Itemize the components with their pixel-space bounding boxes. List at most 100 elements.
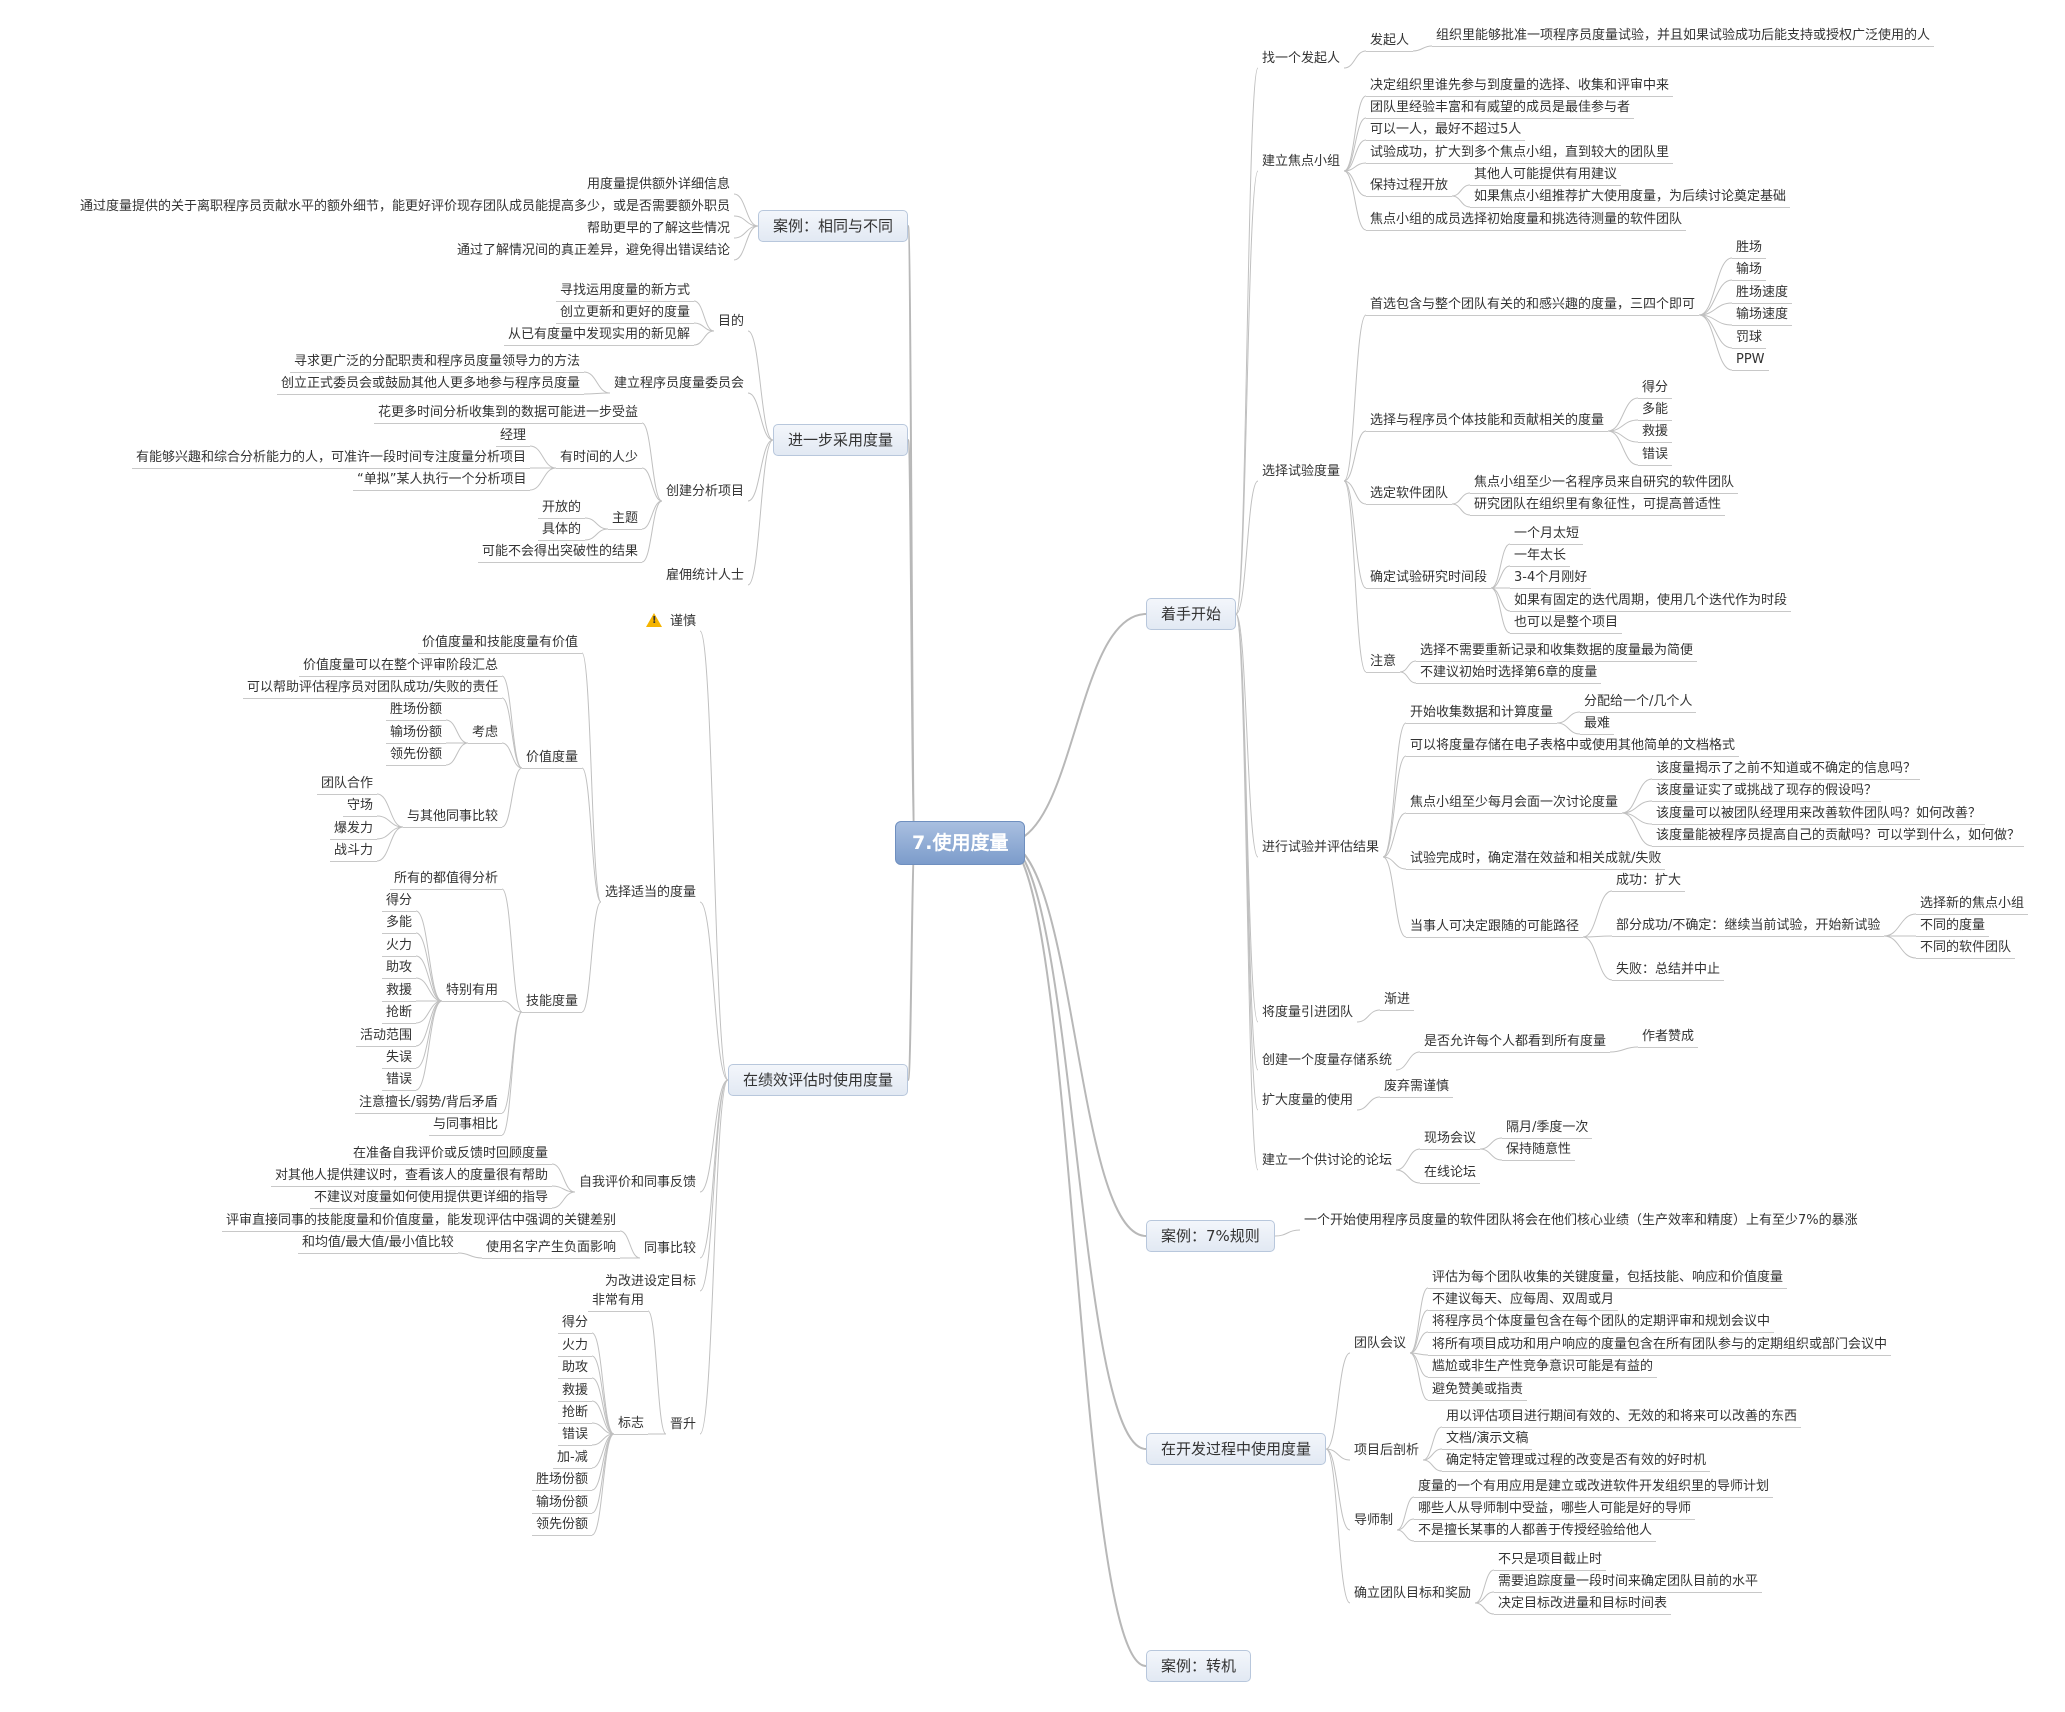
topic-47[interactable]: 助攻 (382, 959, 417, 979)
topic-5[interactable]: 通过了解情况间的真正差异，避免得出错误结论 (453, 242, 734, 261)
topic-26[interactable]: 谨慎 (642, 613, 700, 632)
topic-12[interactable]: 寻求更广泛的分配职责和程序员度量领导力的方法 (290, 353, 585, 373)
topic-33[interactable]: 胜场份额 (386, 701, 447, 721)
topic-99[interactable]: 得分 (1638, 379, 1673, 399)
topic-131[interactable]: 不同的软件团队 (1916, 939, 2016, 959)
topic-17[interactable]: 经理 (496, 427, 531, 447)
topic-21[interactable]: 开放的 (538, 499, 586, 519)
topic-137[interactable]: 作者赞成 (1638, 1028, 1699, 1048)
topic-91[interactable]: 首选包含与整个团队有关的和感兴趣的度量，三四个即可 (1366, 296, 1700, 316)
topic-156[interactable]: 用以评估项目进行期间有效的、无效的和将来可以改善的东西 (1442, 1408, 1802, 1428)
topic-119[interactable]: 可以将度量存储在电子表格中或使用其他简单的文档格式 (1406, 737, 1740, 757)
topic-153[interactable]: 尴尬或非生产性竞争意识可能是有益的 (1428, 1358, 1658, 1378)
topic-72[interactable]: 错误 (558, 1426, 593, 1446)
topic-103[interactable]: 选定软件团队 (1366, 485, 1453, 505)
topic-83[interactable]: 团队里经验丰富和有威望的成员是最佳参与者 (1366, 99, 1635, 119)
topic-123[interactable]: 该度量可以被团队经理用来改善软件团队吗？如何改善？ (1652, 805, 1986, 825)
topic-43[interactable]: 特别有用 (442, 982, 503, 1002)
topic-105[interactable]: 研究团队在组织里有象征性，可提高普适性 (1470, 496, 1726, 516)
topic-142[interactable]: 隔月/季度一次 (1502, 1119, 1593, 1139)
topic-141[interactable]: 现场会议 (1420, 1130, 1481, 1150)
topic-118[interactable]: 最难 (1580, 715, 1615, 735)
topic-113[interactable]: 选择不需要重新记录和收集数据的度量最为简便 (1416, 642, 1698, 662)
topic-127[interactable]: 成功：扩大 (1612, 872, 1686, 892)
topic-29[interactable]: 价值度量 (522, 749, 583, 769)
topic-82[interactable]: 决定组织里谁先参与到度量的选择、收集和评审中来 (1366, 77, 1674, 97)
topic-18[interactable]: 有能够兴趣和综合分析能力的人，可准许一段时间专注度量分析项目 (132, 449, 531, 469)
topic-122[interactable]: 该度量证实了或挑战了现存的假设吗？ (1652, 782, 1882, 802)
topic-48[interactable]: 救援 (382, 982, 417, 1002)
topic-58[interactable]: 不建议对度量如何使用提供更详细的指导 (310, 1189, 553, 1209)
topic-129[interactable]: 选择新的焦点小组 (1916, 895, 2029, 915)
topic-22[interactable]: 具体的 (538, 521, 586, 541)
topic-125[interactable]: 试验完成时，确定潜在效益和相关成就/失败 (1406, 850, 1666, 870)
topic-37[interactable]: 团队合作 (317, 775, 378, 795)
topic-56[interactable]: 在准备自我评价或反馈时回顾度量 (349, 1145, 553, 1165)
main-branch-1[interactable]: 案例：相同与不同 (758, 210, 909, 242)
topic-55[interactable]: 自我评价和同事反馈 (575, 1174, 700, 1193)
topic-126[interactable]: 当事人可决定跟随的可能路径 (1406, 918, 1584, 938)
topic-34[interactable]: 输场份额 (386, 724, 447, 744)
topic-155[interactable]: 项目后剖析 (1350, 1442, 1423, 1461)
topic-68[interactable]: 火力 (558, 1337, 593, 1357)
topic-9[interactable]: 创立更新和更好的度量 (556, 304, 695, 324)
topic-138[interactable]: 扩大度量的使用 (1258, 1092, 1357, 1111)
topic-146[interactable]: 一个开始使用程序员度量的软件团队将会在他们核心业绩（生产效率和精度）上有至少7%… (1300, 1212, 1862, 1231)
topic-120[interactable]: 焦点小组至少每月会面一次讨论度量 (1406, 794, 1623, 814)
topic-15[interactable]: 花更多时间分析收集到的数据可能进一步受益 (374, 404, 643, 424)
topic-111[interactable]: 也可以是整个项目 (1510, 614, 1623, 634)
topic-159[interactable]: 导师制 (1350, 1512, 1397, 1531)
topic-50[interactable]: 活动范围 (356, 1027, 417, 1047)
topic-94[interactable]: 胜场速度 (1732, 284, 1793, 304)
topic-152[interactable]: 将所有项目成功和用户响应的度量包含在所有团队参与的定期组织或部门会议中 (1428, 1336, 1892, 1356)
main-branch-147[interactable]: 在开发过程中使用度量 (1146, 1433, 1327, 1465)
topic-110[interactable]: 如果有固定的迭代周期，使用几个迭代作为时段 (1510, 592, 1792, 612)
topic-93[interactable]: 输场 (1732, 261, 1767, 281)
topic-51[interactable]: 失误 (382, 1049, 417, 1069)
topic-149[interactable]: 评估为每个团队收集的关键度量，包括技能、响应和价值度量 (1428, 1269, 1788, 1289)
topic-148[interactable]: 团队会议 (1350, 1335, 1410, 1354)
topic-13[interactable]: 创立正式委员会或鼓励其他人更多地参与程序员度量 (277, 375, 585, 395)
main-branch-25[interactable]: 在绩效评估时使用度量 (728, 1064, 909, 1096)
topic-44[interactable]: 得分 (382, 892, 417, 912)
topic-80[interactable]: 组织里能够批准一项程序员度量试验，并且如果试验成功后能支持或授权广泛使用的人 (1432, 27, 1935, 47)
topic-98[interactable]: 选择与程序员个体技能和贡献相关的度量 (1366, 412, 1609, 432)
topic-61[interactable]: 使用名字产生负面影响 (482, 1239, 621, 1259)
topic-84[interactable]: 可以一人，最好不超过5人 (1366, 121, 1526, 141)
topic-78[interactable]: 找一个发起人 (1258, 50, 1344, 69)
topic-157[interactable]: 文档/演示文稿 (1442, 1430, 1533, 1450)
topic-133[interactable]: 将度量引进团队 (1258, 1004, 1357, 1023)
topic-104[interactable]: 焦点小组至少一名程序员来自研究的软件团队 (1470, 474, 1739, 494)
topic-162[interactable]: 不是擅长某事的人都善于传授经验给他人 (1414, 1522, 1657, 1542)
topic-59[interactable]: 同事比较 (640, 1240, 700, 1259)
topic-92[interactable]: 胜场 (1732, 239, 1767, 259)
topic-53[interactable]: 注意擅长/弱势/背后矛盾 (355, 1094, 502, 1114)
topic-108[interactable]: 一年太长 (1510, 547, 1571, 567)
topic-101[interactable]: 救援 (1638, 423, 1673, 443)
topic-24[interactable]: 雇佣统计人士 (662, 567, 748, 586)
topic-74[interactable]: 胜场份额 (532, 1471, 593, 1491)
topic-90[interactable]: 选择试验度量 (1258, 463, 1344, 482)
main-branch-77[interactable]: 着手开始 (1146, 598, 1237, 630)
topic-70[interactable]: 救援 (558, 1382, 593, 1402)
topic-107[interactable]: 一个月太短 (1510, 525, 1584, 545)
topic-49[interactable]: 抢断 (382, 1004, 417, 1024)
topic-60[interactable]: 评审直接同事的技能度量和价值度量，能发现评估中强调的关键差别 (222, 1212, 621, 1232)
topic-10[interactable]: 从已有度量中发现实用的新见解 (504, 326, 695, 346)
topic-45[interactable]: 多能 (382, 914, 417, 934)
topic-115[interactable]: 进行试验并评估结果 (1258, 839, 1383, 858)
topic-11[interactable]: 建立程序员度量委员会 (610, 375, 748, 394)
topic-69[interactable]: 助攻 (558, 1359, 593, 1379)
topic-117[interactable]: 分配给一个/几个人 (1580, 693, 1697, 713)
topic-102[interactable]: 错误 (1638, 446, 1673, 466)
topic-19[interactable]: “单拟”某人执行一个分析项目 (353, 471, 531, 491)
topic-109[interactable]: 3-4个月刚好 (1510, 569, 1592, 589)
topic-86[interactable]: 保持过程开放 (1366, 177, 1453, 197)
topic-66[interactable]: 标志 (614, 1415, 649, 1435)
topic-16[interactable]: 有时间的人少 (556, 449, 643, 469)
topic-163[interactable]: 确立团队目标和奖励 (1350, 1585, 1475, 1604)
topic-100[interactable]: 多能 (1638, 401, 1673, 421)
topic-112[interactable]: 注意 (1366, 653, 1401, 673)
topic-150[interactable]: 不建议每天、应每周、双周或月 (1428, 1291, 1619, 1311)
topic-165[interactable]: 需要追踪度量一段时间来确定团队目前的水平 (1494, 1573, 1763, 1593)
